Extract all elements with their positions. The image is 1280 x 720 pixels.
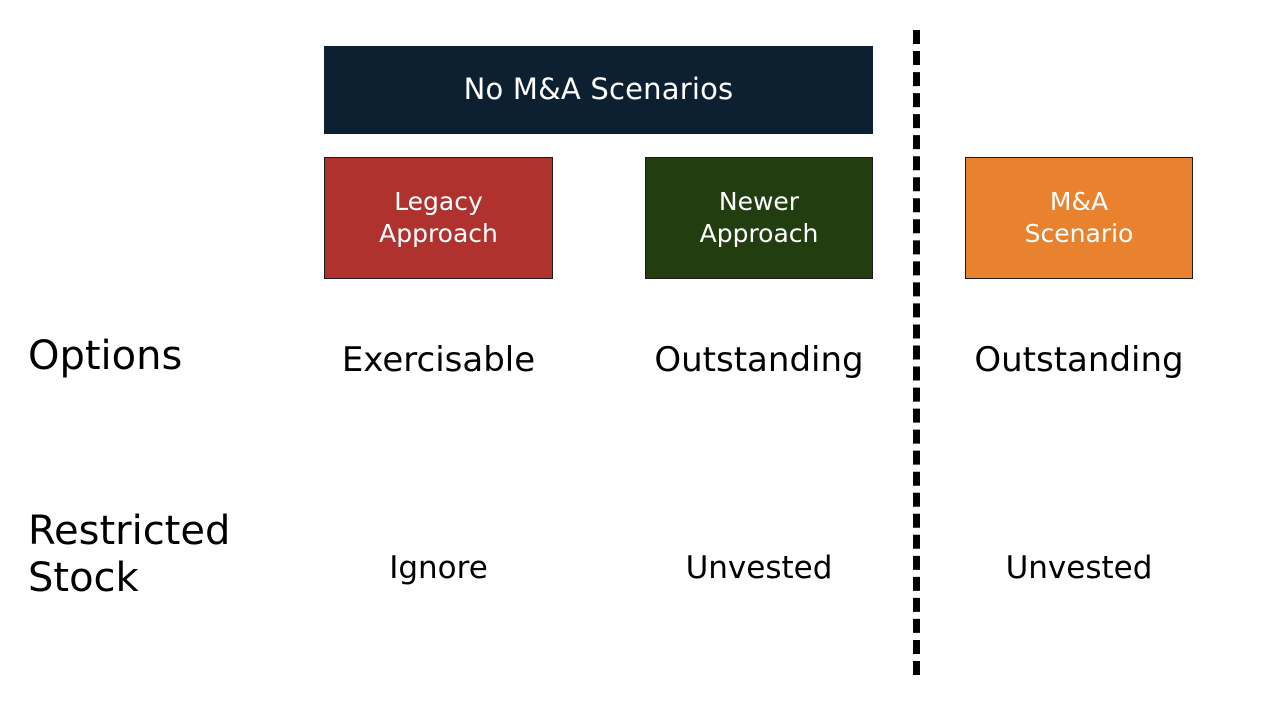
row-label-restricted-stock: Restricted Stock <box>28 508 231 602</box>
cell-restricted-stock-newer: Unvested <box>685 550 833 586</box>
column-header-mna-scenario[interactable]: M&A Scenario <box>965 157 1193 279</box>
dashed-divider <box>913 30 920 675</box>
cell-options-newer: Outstanding <box>654 340 864 380</box>
cell-options-legacy: Exercisable <box>341 340 536 380</box>
row-label-options: Options <box>28 333 183 379</box>
no-mna-scenarios-banner: No M&A Scenarios <box>324 46 873 134</box>
cell-restricted-stock-mna: Unvested <box>1005 550 1153 586</box>
column-header-mna-scenario-label: M&A Scenario <box>1024 187 1134 248</box>
column-header-newer-approach[interactable]: Newer Approach <box>645 157 873 279</box>
cell-restricted-stock-legacy: Ignore <box>389 550 488 586</box>
column-header-legacy-approach-label: Legacy Approach <box>379 187 498 248</box>
cell-options-mna: Outstanding <box>974 340 1184 380</box>
column-header-legacy-approach[interactable]: Legacy Approach <box>324 157 553 279</box>
column-header-newer-approach-label: Newer Approach <box>699 187 819 248</box>
banner-label: No M&A Scenarios <box>463 72 734 107</box>
